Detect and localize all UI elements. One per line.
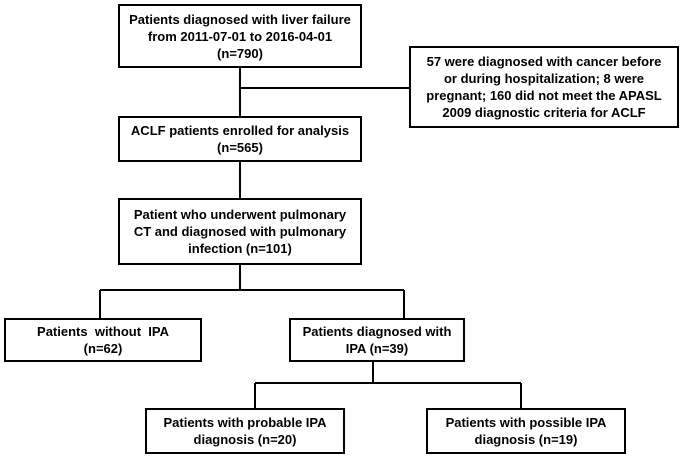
box-pulmonary-ct: Patient who underwent pulmonary CT and d… xyxy=(118,198,362,265)
box-ct-line-1: Patient who underwent pulmonary xyxy=(133,207,347,222)
box-possible-line-1: Patients with possible IPA xyxy=(445,415,607,430)
box-with-ipa-line-1: Patients diagnosed with xyxy=(302,324,452,339)
box-probable-line-2: diagnosis (n=20) xyxy=(193,432,297,447)
box-ct-line-2: CT and diagnosed with pulmonary xyxy=(133,224,347,239)
box-diagnosed-line-1: Patients diagnosed with liver failure xyxy=(129,11,351,27)
box-exclusion-line-1: 57 were diagnosed with cancer before xyxy=(426,54,662,69)
box-without-ipa: Patients without IPA (n=62) xyxy=(4,318,202,362)
box-exclusion-line-2: or during hospitalization; 8 were xyxy=(443,71,645,86)
box-possible-line-2: diagnosis (n=19) xyxy=(474,432,578,447)
box-probable-line-1: Patients with probable IPA xyxy=(163,415,327,430)
box-diagnosed-line-3: (n=790) xyxy=(217,45,263,61)
box-with-ipa: Patients diagnosed with IPA (n=39) xyxy=(289,318,465,362)
box-possible-ipa: Patients with possible IPA diagnosis (n=… xyxy=(426,408,626,454)
box-with-ipa-line-2: IPA (n=39) xyxy=(345,341,409,356)
box-without-ipa-line-1: Patients without IPA xyxy=(37,324,169,339)
box-enrolled-line-2: (n=565) xyxy=(217,140,263,155)
box-enrolled-line-1: ACLF patients enrolled for analysis xyxy=(130,123,350,138)
box-liver-failure-diagnosed: Patients diagnosed with liver failure fr… xyxy=(118,4,362,68)
box-exclusion-line-4: 2009 diagnostic criteria for ACLF xyxy=(442,105,646,120)
box-exclusion-criteria: 57 were diagnosed with cancer before or … xyxy=(409,46,679,128)
box-exclusion-line-3: pregnant; 160 did not meet the APASL xyxy=(426,88,662,103)
box-probable-ipa: Patients with probable IPA diagnosis (n=… xyxy=(145,408,345,454)
box-aclf-enrolled: ACLF patients enrolled for analysis (n=5… xyxy=(118,116,362,162)
box-without-ipa-line-2: (n=62) xyxy=(83,341,123,356)
box-diagnosed-line-2: from 2011-07-01 to 2016-04-01 xyxy=(147,28,333,44)
box-ct-line-3: infection (n=101) xyxy=(188,241,292,256)
